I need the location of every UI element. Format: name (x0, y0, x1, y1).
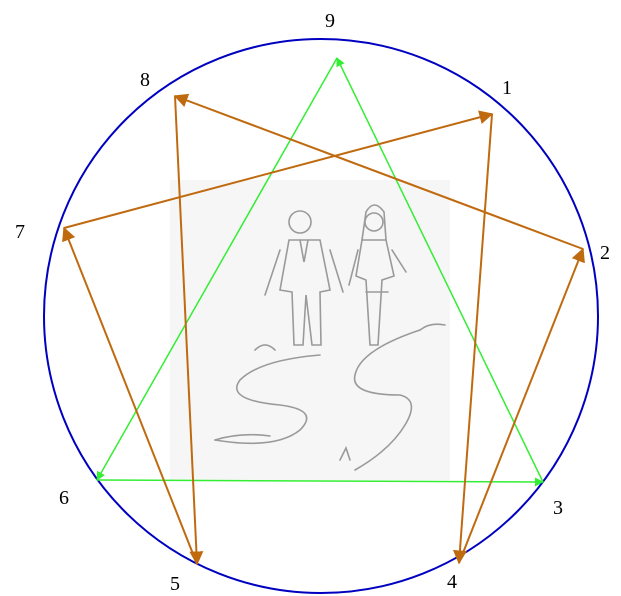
hexad-arrow-5-to-7 (62, 226, 198, 565)
triangle-arrow-9-to-6 (96, 57, 338, 481)
hexad-arrow-2-to-8 (173, 93, 584, 250)
couple-walking-illustration (170, 180, 450, 480)
hexad-arrows (62, 93, 585, 566)
point-label-3: 3 (553, 497, 563, 519)
hexad-arrow-7-to-1 (63, 110, 494, 229)
triangle-arrow-3-to-9 (336, 57, 544, 483)
triangle-arrows (96, 57, 544, 487)
point-label-2: 2 (600, 242, 610, 264)
point-label-6: 6 (59, 487, 69, 509)
point-label-5: 5 (170, 573, 180, 595)
point-label-9: 9 (325, 10, 335, 32)
point-label-8: 8 (140, 69, 150, 91)
hexad-arrow-1-to-4 (452, 113, 493, 565)
point-label-7: 7 (15, 221, 25, 243)
point-labels: 9 1 2 3 4 5 6 7 8 (15, 10, 610, 595)
point-label-4: 4 (447, 571, 457, 593)
triangle-arrow-6-to-3 (96, 477, 544, 487)
point-label-1: 1 (502, 77, 512, 99)
hexad-arrow-4-to-2 (458, 247, 585, 564)
hexad-arrow-8-to-5 (174, 95, 204, 566)
enneagram-circle (43, 38, 599, 594)
